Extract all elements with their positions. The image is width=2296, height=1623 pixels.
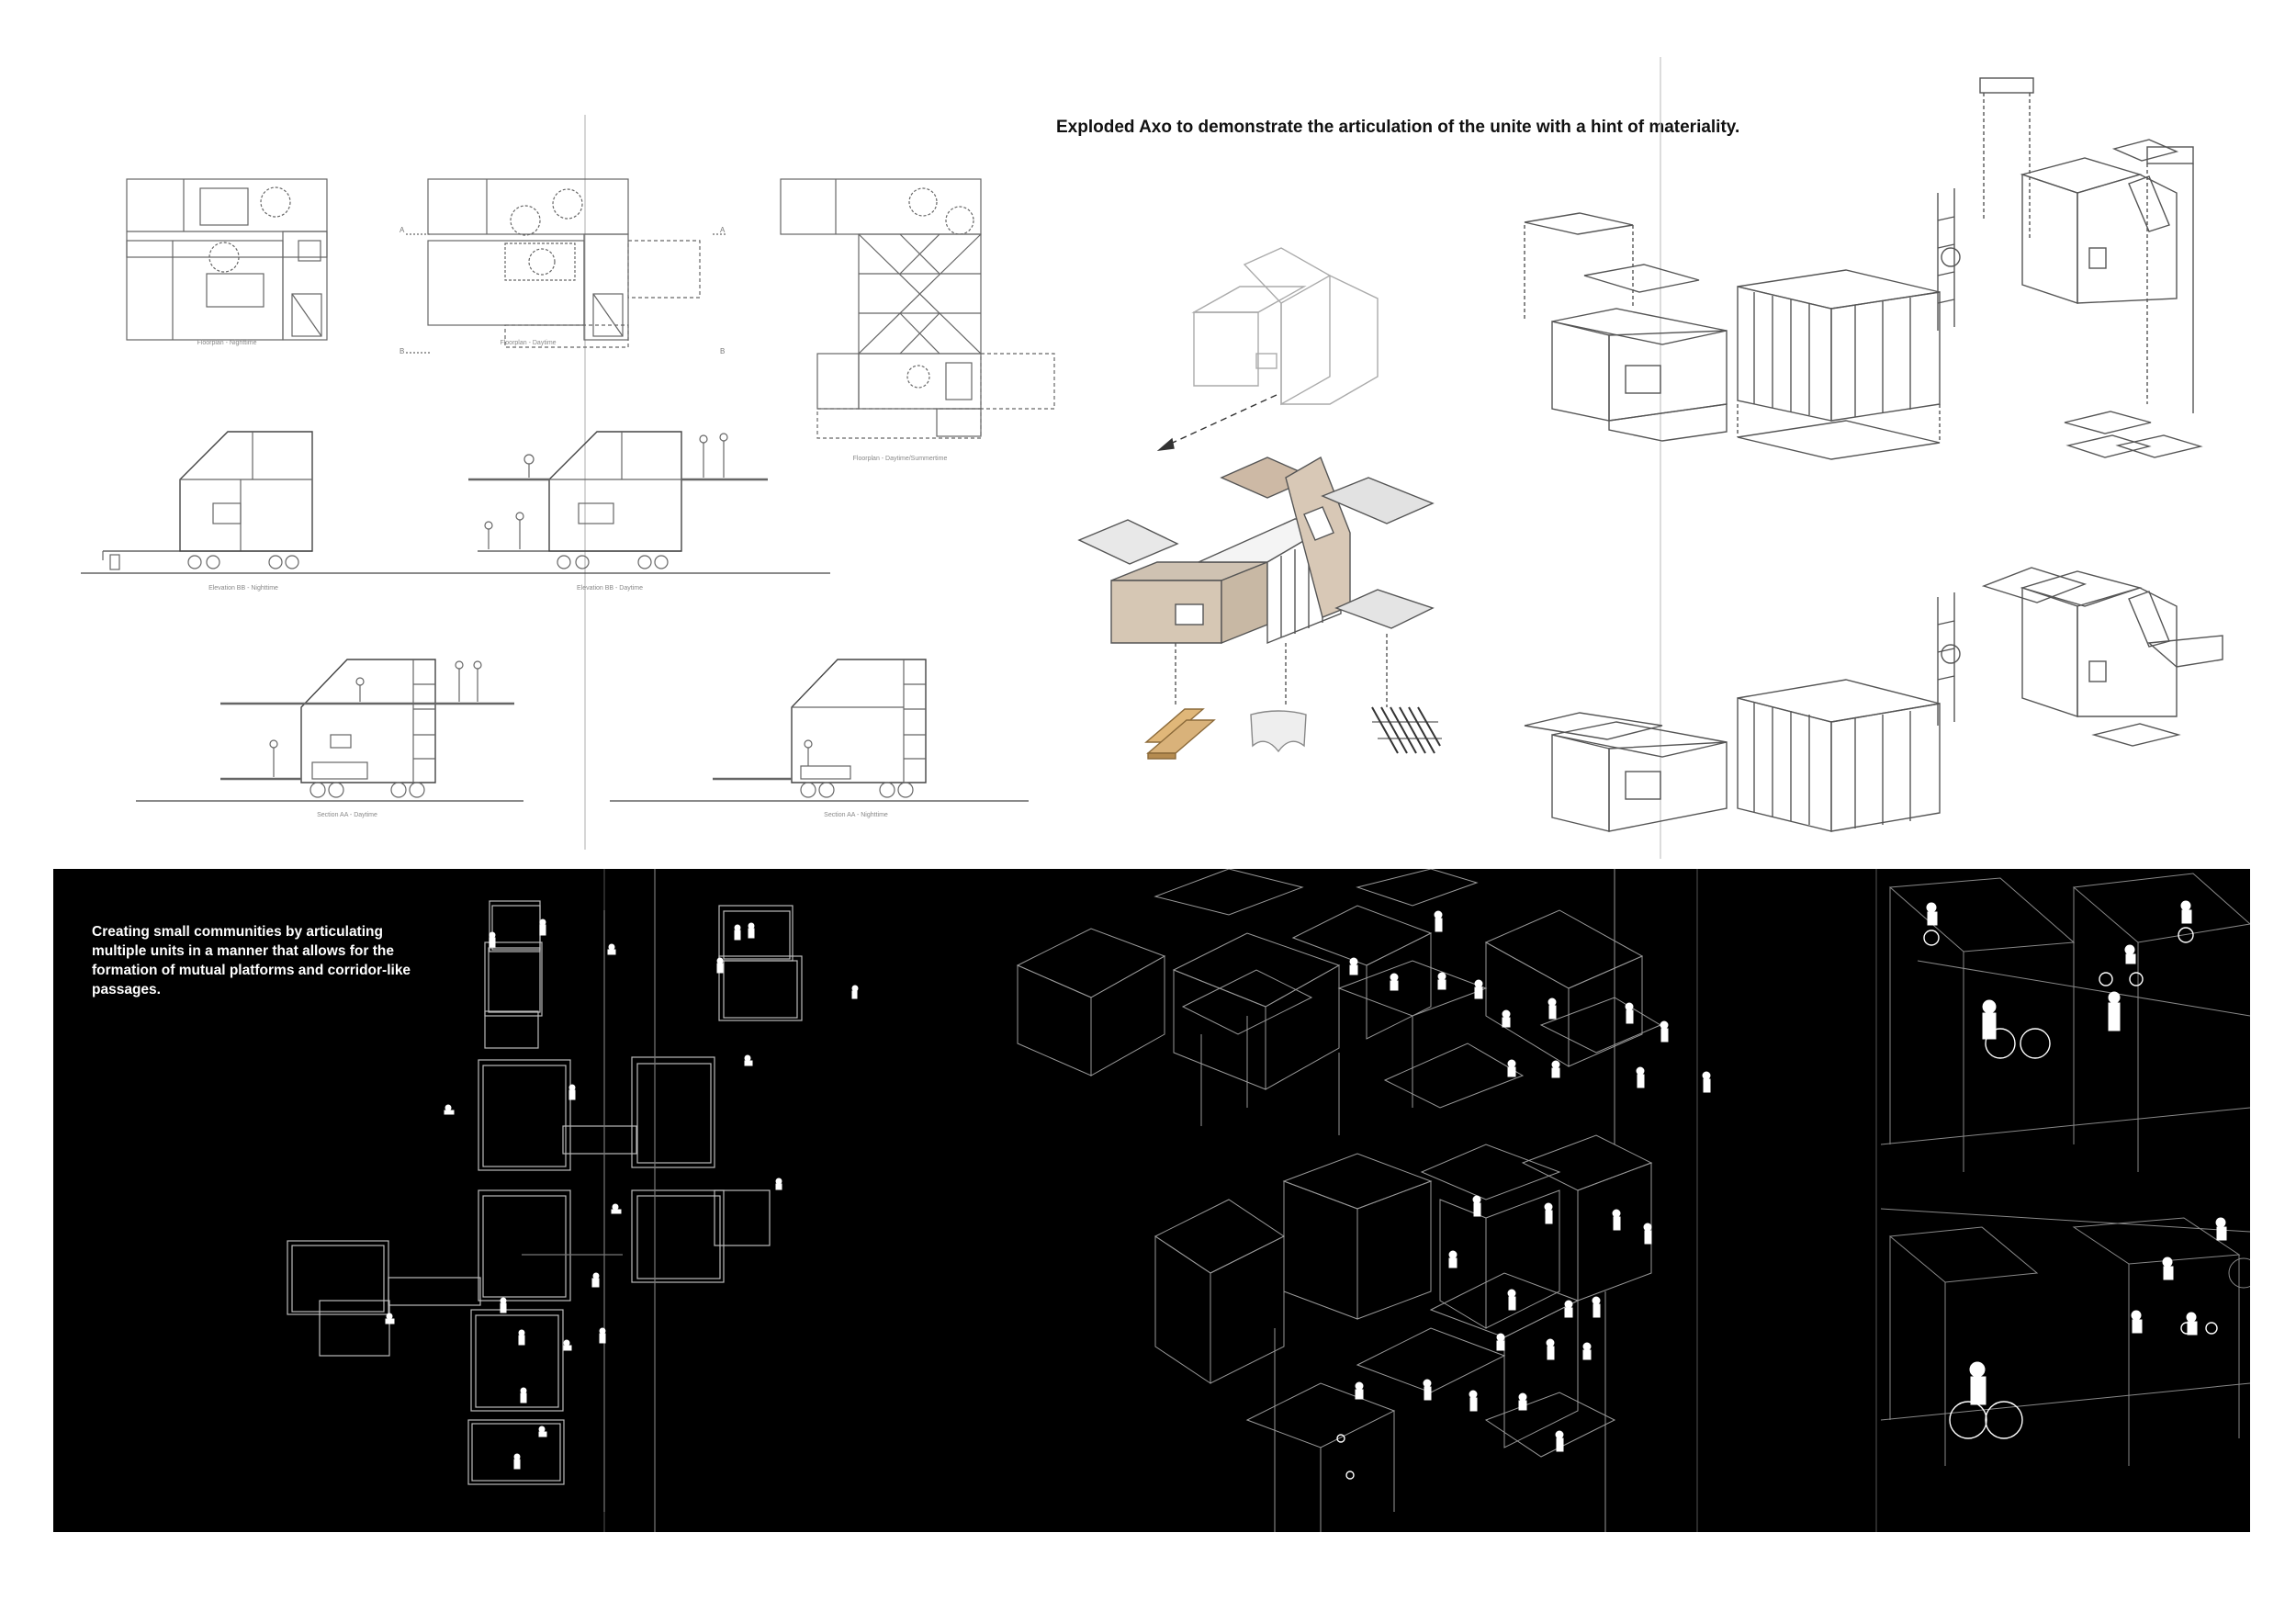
community-plan-cluster xyxy=(287,869,803,1532)
slat-panel-icon xyxy=(1371,706,1442,754)
wood-planks-icon xyxy=(1144,708,1216,760)
community-perspective-view xyxy=(1016,869,1662,1532)
community-closeup-views xyxy=(1880,873,2250,1466)
section-label-1: Section AA - Daytime xyxy=(317,812,377,818)
plan-label-3: Floorplan - Daytime/Summertime xyxy=(852,456,948,462)
fabric-icon xyxy=(1250,710,1307,753)
elevation-label-2: Elevation BB - Daytime xyxy=(577,585,643,592)
section-mark-a-right: A xyxy=(720,226,726,234)
floorplan-daytime-summertime xyxy=(780,178,1055,439)
community-wireframes xyxy=(287,869,2250,1532)
assembled-components-bottom xyxy=(1524,567,2223,832)
orthographic-drawings xyxy=(81,115,1055,850)
community-wheel-icons xyxy=(1336,927,2218,1480)
floorplan-daytime xyxy=(406,178,726,354)
exploded-axo-drawings xyxy=(1077,57,2223,859)
section-mark-b-left: B xyxy=(400,347,405,355)
axo-title: Exploded Axo to demonstrate the articula… xyxy=(1056,118,1740,137)
material-axo xyxy=(1077,456,1435,645)
section-mark-a-left: A xyxy=(400,226,405,234)
exploded-components-top xyxy=(1524,77,2203,460)
community-panel: Creating small communities by articulati… xyxy=(53,869,2250,1532)
plan-label-2: Floorplan - Daytime xyxy=(500,340,557,346)
plan-label-1: Floorplan - Nighttime xyxy=(197,340,257,346)
elevation-label-1: Elevation BB - Nighttime xyxy=(208,585,278,592)
community-human-figures xyxy=(385,900,2227,1470)
elevation-bb-nighttime xyxy=(81,431,830,574)
section-aa-daytime xyxy=(136,659,523,802)
ghost-massing xyxy=(1191,247,1379,406)
section-aa-nighttime xyxy=(610,659,1029,802)
section-mark-b-right: B xyxy=(720,347,726,355)
community-description: Creating small communities by articulati… xyxy=(92,924,411,997)
floorplan-nighttime xyxy=(126,178,328,341)
section-label-2: Section AA - Nighttime xyxy=(824,812,888,818)
elevation-bb-daytime xyxy=(468,431,768,569)
